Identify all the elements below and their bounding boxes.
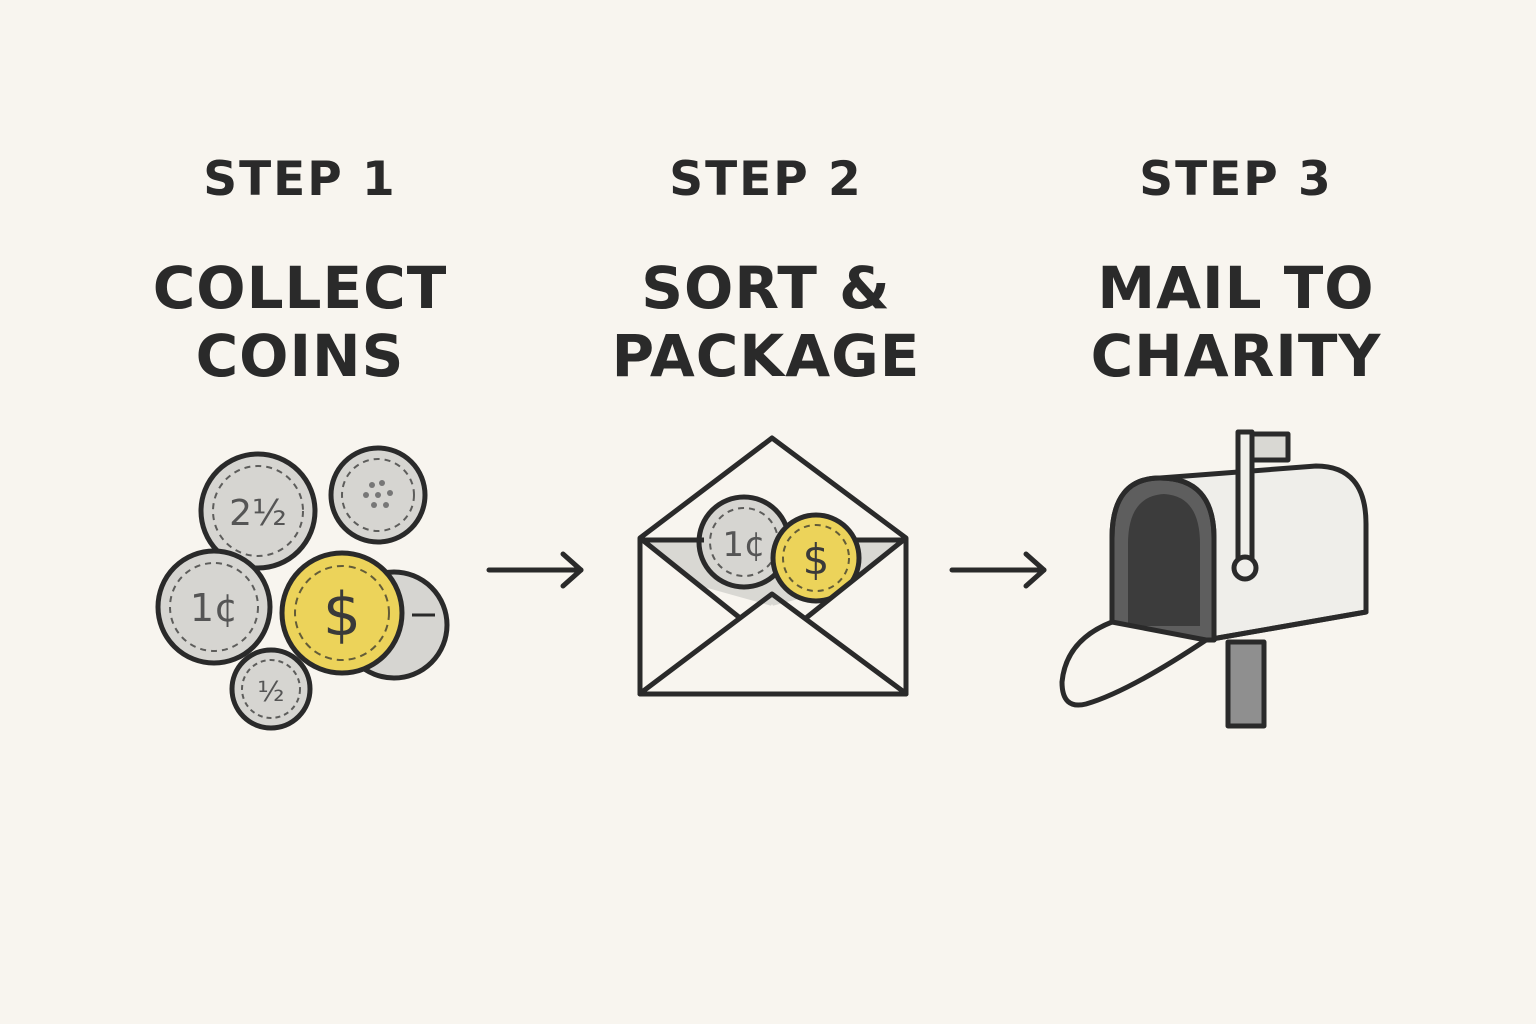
step-3-label: STEP 3 xyxy=(1139,152,1333,207)
arrow-right-icon xyxy=(949,551,1047,589)
step-1-label: STEP 1 xyxy=(203,152,397,207)
mailbox-icon xyxy=(1059,429,1369,729)
coin-mark: $ xyxy=(323,580,361,650)
step-1-title-line-1: COLLECT xyxy=(152,254,448,322)
envelope-coin-gold: $ xyxy=(770,512,862,604)
arrow-right-icon xyxy=(486,551,584,589)
step-2-label: STEP 2 xyxy=(669,152,863,207)
step-1-title-line-2: COINS xyxy=(195,322,405,390)
coin-top-right xyxy=(328,445,428,545)
envelope-with-coins-icon: 1¢ $ xyxy=(637,435,909,697)
coin-mark: 2½ xyxy=(229,493,287,534)
coins-pile-icon: 2½ 1¢ ½ xyxy=(155,445,450,731)
coin-mark: 1¢ xyxy=(190,586,238,630)
envelope-coin-one-cent: 1¢ xyxy=(696,494,792,590)
step-2-title-line-1: SORT & xyxy=(641,254,891,322)
step-3-title: MAIL TO CHARITY xyxy=(1026,254,1446,390)
coin-mark: ½ xyxy=(257,675,284,708)
step-3-title-line-2: CHARITY xyxy=(1090,322,1382,390)
step-3-title-line-1: MAIL TO xyxy=(1097,254,1375,322)
step-1-title: COLLECT COINS xyxy=(90,254,510,390)
coin-small-bottom: ½ xyxy=(229,647,313,731)
coin-two-half: 2½ xyxy=(198,451,318,571)
coin-one-cent: 1¢ xyxy=(155,548,273,666)
coin-gold-dollar: $ xyxy=(279,550,405,676)
step-2-title-line-2: PACKAGE xyxy=(611,322,921,390)
coin-mark: $ xyxy=(803,535,830,584)
step-2-title: SORT & PACKAGE xyxy=(556,254,976,390)
coin-mark: 1¢ xyxy=(722,525,765,565)
